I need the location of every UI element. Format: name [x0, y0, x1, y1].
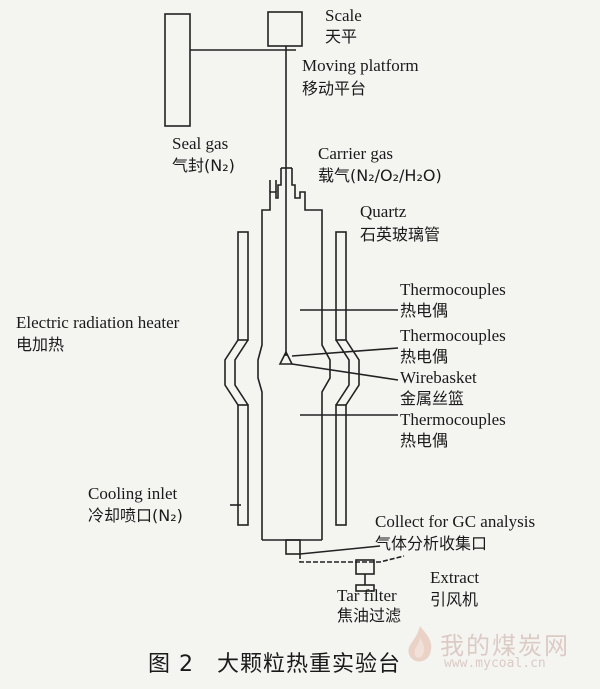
thermo1-label-en: Thermocouples: [400, 280, 506, 299]
seal-label-en: Seal gas: [172, 134, 229, 153]
carrier-label-en: Carrier gas: [318, 144, 394, 163]
watermark-text: 我的煤炭网: [440, 632, 570, 660]
thermo1-label-zh: 热电偶: [400, 301, 449, 320]
thermo2-label-zh: 热电偶: [400, 347, 449, 366]
heater-right-lower: [335, 404, 347, 526]
extract-label-zh: 引风机: [430, 590, 479, 609]
heater-label-zh: 电加热: [16, 335, 65, 354]
wire-leader: [291, 363, 399, 381]
collect-label-en: Collect for GC analysis: [375, 512, 536, 531]
watermark: 我的煤炭网 www.mycoal.cn: [402, 624, 587, 674]
quartz-label-en: Quartz: [360, 202, 407, 221]
wire-label-zh: 金属丝篮: [400, 389, 465, 408]
thermo3-label-en: Thermocouples: [400, 410, 506, 429]
extract-label-en: Extract: [430, 568, 480, 587]
quartz-tube-left: [257, 168, 282, 540]
moving-label-zh: 移动平台: [302, 79, 367, 98]
flame-logo-icon: [408, 626, 432, 662]
scale-label-zh: 天平: [325, 27, 358, 46]
platform-plate: [164, 13, 191, 127]
wire-basket: [278, 350, 294, 365]
bottom-outlet: [285, 539, 301, 555]
scale-box: [267, 11, 303, 47]
tc2-leader: [291, 347, 399, 357]
seal-label-zh: 气封(N₂): [172, 156, 235, 175]
gc-line: [299, 545, 381, 555]
thermo2-label-en: Thermocouples: [400, 326, 506, 345]
figure-caption: 图 2 大颗粒热重实验台: [148, 652, 401, 677]
heater-right-upper: [335, 231, 347, 341]
heater-left-bend: [224, 339, 239, 406]
extract-line: [299, 554, 405, 563]
thermo3-label-zh: 热电偶: [400, 431, 449, 450]
collect-label-zh: 气体分析收集口: [375, 534, 488, 553]
cooling-label-zh: 冷却喷口(N₂): [88, 506, 183, 525]
wire-label-en: Wirebasket: [400, 368, 477, 387]
scale-label-en: Scale: [325, 6, 362, 25]
quartz-tube-right: [291, 168, 331, 540]
heater-label-en: Electric radiation heater: [16, 313, 180, 332]
tar-label-zh: 焦油过滤: [337, 606, 402, 625]
moving-label-en: Moving platform: [302, 56, 419, 75]
watermark-url: www.mycoal.cn: [444, 656, 546, 671]
quartz-label-zh: 石英玻璃管: [360, 225, 441, 244]
heater-left-upper: [237, 231, 249, 341]
tar-label-en: Tar filter: [337, 586, 397, 605]
heater-left-lower: [237, 404, 249, 526]
cooling-label-en: Cooling inlet: [88, 484, 178, 503]
carrier-label-zh: 载气(N₂/O₂/H₂O): [318, 166, 442, 185]
